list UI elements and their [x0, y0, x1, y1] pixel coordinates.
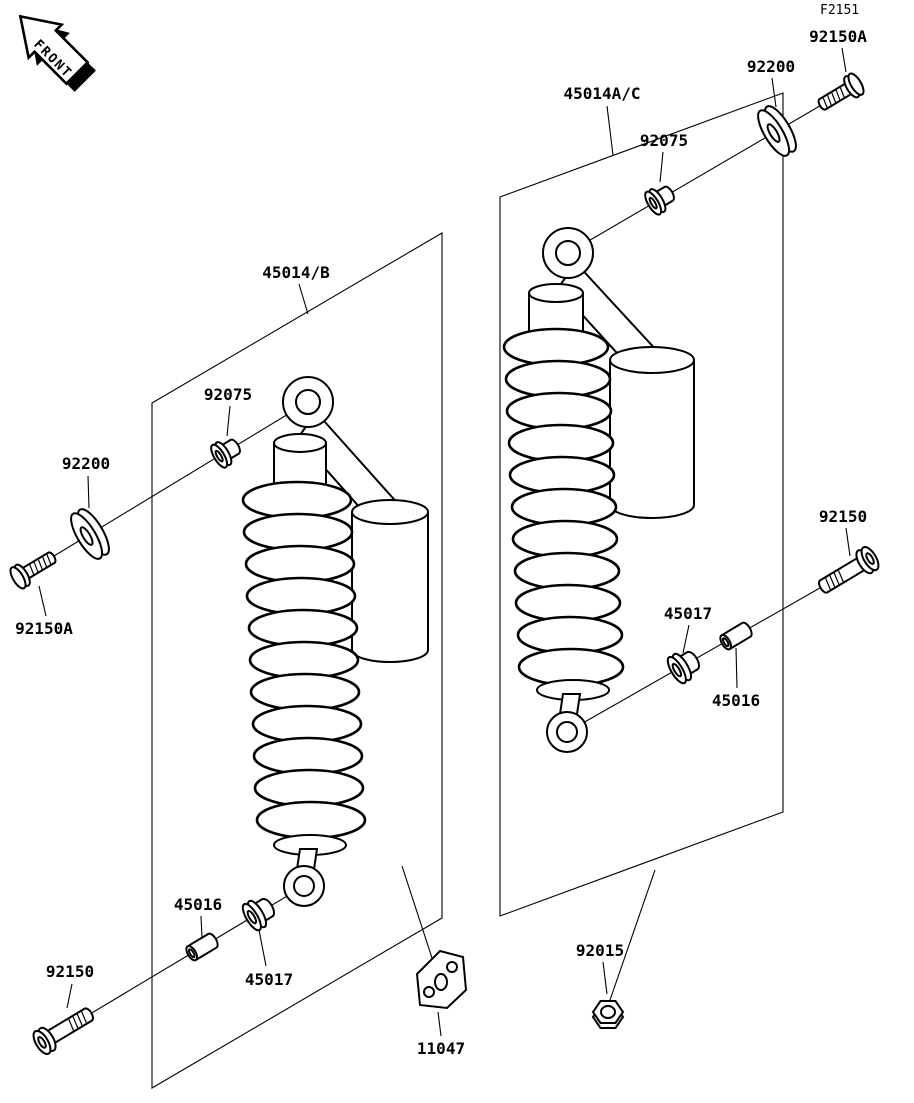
bolt-icon-92150A-top-right [812, 70, 868, 118]
bolt-icon-92150A-left [6, 544, 62, 592]
reservoir-left [351, 512, 429, 663]
callout-92150-right: 92150 [818, 507, 868, 526]
coil-spring-right [502, 327, 625, 687]
shock-absorber-left-drawing [241, 376, 429, 907]
callout-45014B: 45014/B [262, 263, 330, 282]
callout-45017-left: 45017 [244, 970, 294, 989]
leader-lines [38, 47, 851, 1037]
front-arrow-shape [18, 14, 90, 86]
assembly-boundary-left [151, 232, 443, 1089]
callout-45014AC: 45014A/C [563, 84, 641, 103]
callout-45017-right: 45017 [663, 604, 713, 623]
reservoir-right [609, 360, 695, 519]
washer-icon-92200-left [64, 504, 116, 564]
callout-92015: 92015 [575, 941, 625, 960]
bushing-icon-45017-right [663, 644, 706, 687]
shock-absorber-right-drawing [502, 227, 695, 753]
collar-icon-45016-right [717, 619, 755, 653]
assembly-boundary-right [499, 92, 784, 917]
callout-92200-left: 92200 [61, 454, 111, 473]
callout-92200-top-right: 92200 [746, 57, 796, 76]
bolt-icon-92150-right [813, 543, 883, 601]
assembly-axis-lines [25, 85, 863, 1039]
callout-92150A-top-right: 92150A [809, 27, 867, 46]
callout-11047: 11047 [416, 1039, 466, 1058]
bushing-icon-92075-right [641, 179, 680, 218]
callout-45016-right: 45016 [711, 691, 761, 710]
callout-92150A-left: 92150A [15, 619, 73, 638]
callout-45016-left: 45016 [173, 895, 223, 914]
coil-spring-left [241, 480, 367, 840]
callout-92075-left: 92075 [203, 385, 253, 404]
washer-icon-92200-top-right [751, 101, 803, 161]
callout-92075-right: 92075 [639, 131, 689, 150]
callout-92150-bottom-left: 92150 [45, 962, 95, 981]
nut-icon-92015 [592, 1000, 624, 1029]
figure-code: F2151 [820, 3, 860, 18]
bolt-icon-92150-bottom-left [29, 1000, 99, 1058]
bracket-icon-11047 [415, 949, 468, 1010]
bushing-icon-92075-left [207, 432, 246, 471]
front-arrow: FRONT [18, 14, 96, 92]
bushing-icon-45017-left [238, 891, 281, 934]
